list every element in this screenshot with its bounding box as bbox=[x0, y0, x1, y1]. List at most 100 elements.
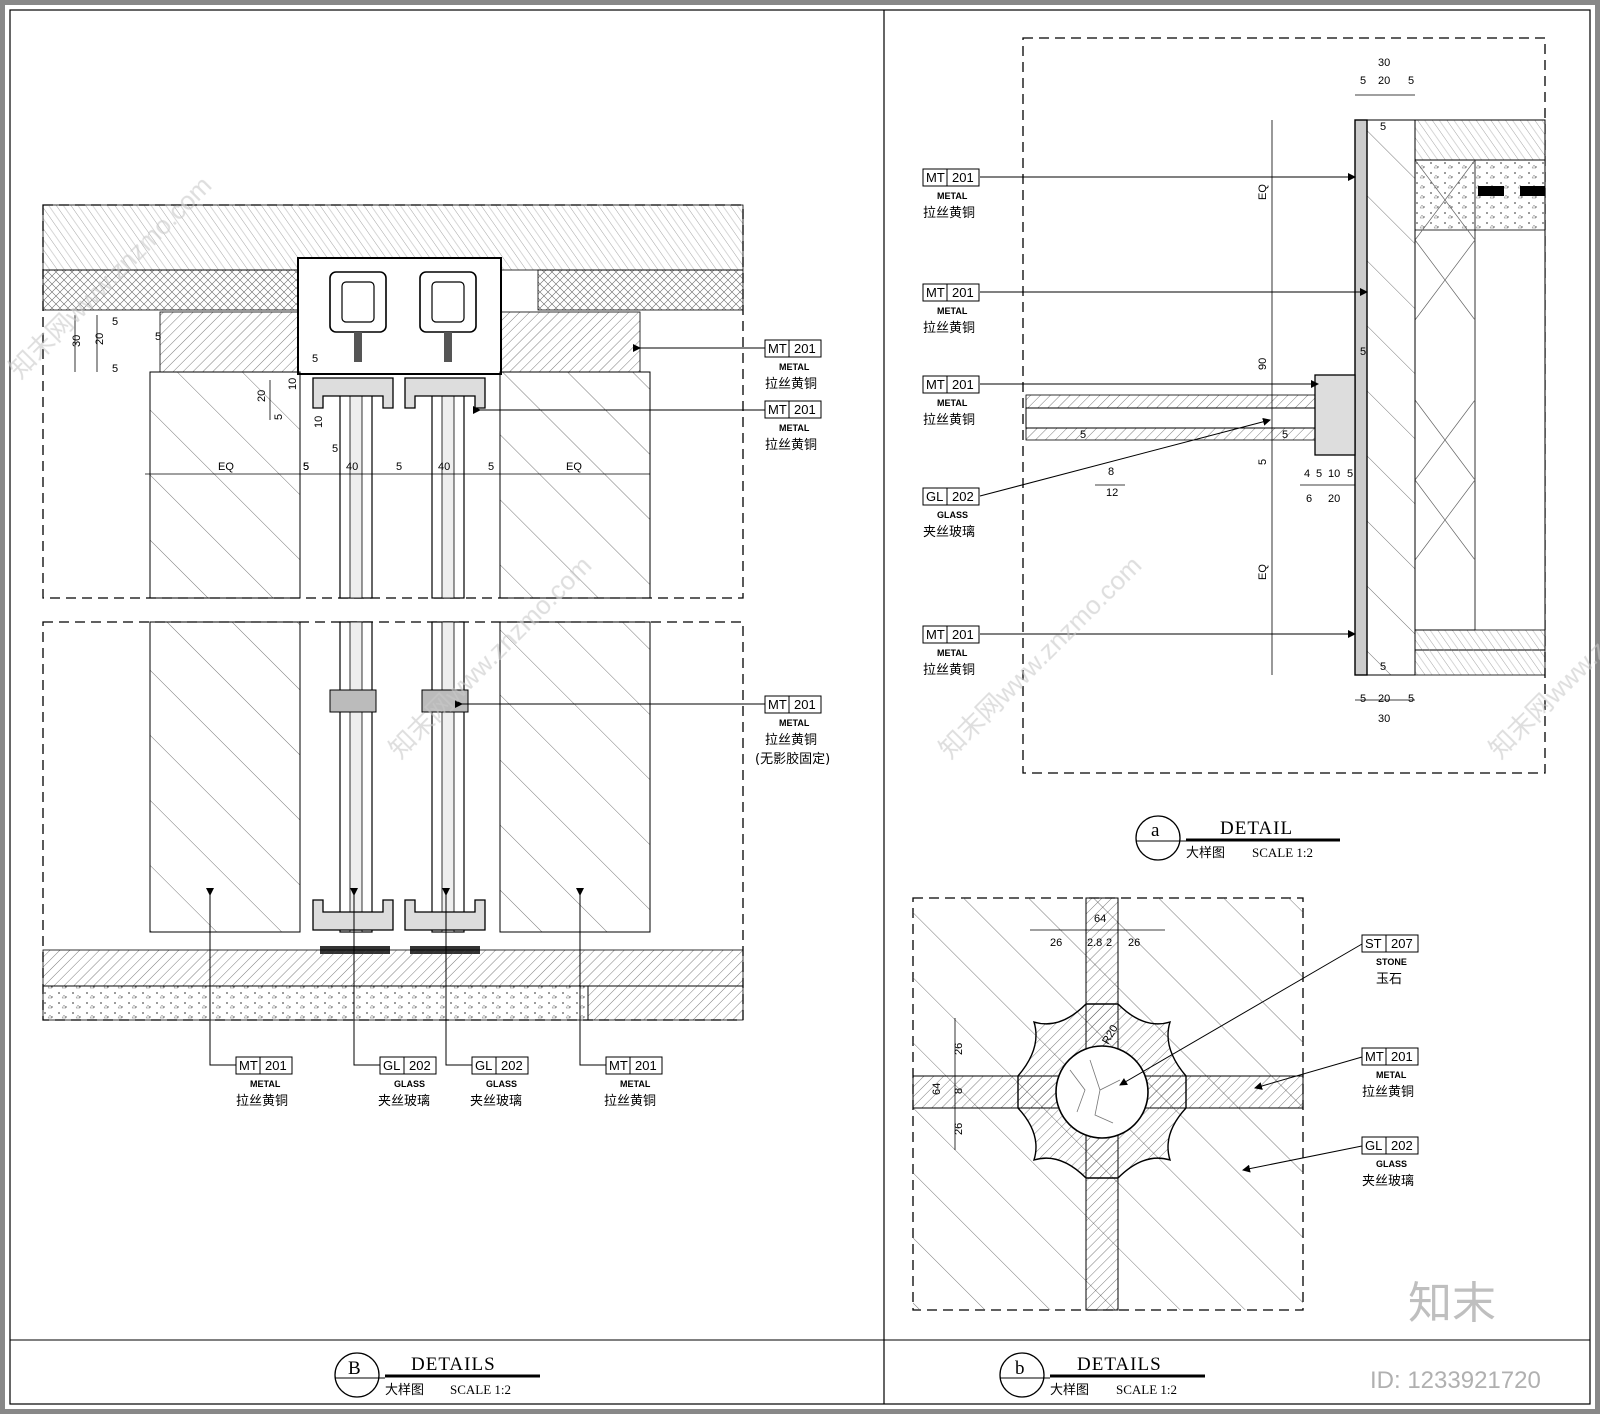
dim-label: 5 bbox=[303, 461, 309, 473]
detail-b-title: b DETAILS 大样图 SCALE 1:2 bbox=[999, 1352, 1205, 1398]
dim-label: 5 bbox=[1347, 468, 1353, 480]
detail-a-dimensions: 30 5 20 5 5 EQ 90 5 EQ 5 5 5 8 12 4 5 10… bbox=[1080, 57, 1414, 725]
callout-code: MT bbox=[926, 285, 945, 300]
dim-label: 5 bbox=[112, 316, 118, 328]
callout-cn: 拉丝黄铜 bbox=[236, 1094, 288, 1109]
title-en: DETAILS bbox=[411, 1354, 496, 1375]
dim-label: 64 bbox=[1094, 913, 1106, 925]
callout-cn: 夹丝玻璃 bbox=[923, 525, 975, 540]
dim-label: 5 bbox=[1360, 693, 1366, 705]
callout-note: (无影胶固定) bbox=[755, 751, 830, 767]
callout-sub: STONE bbox=[1376, 957, 1407, 967]
dim-label: 10 bbox=[1328, 468, 1340, 480]
callout-num: 202 bbox=[409, 1058, 431, 1073]
callout-cn: 夹丝玻璃 bbox=[470, 1094, 522, 1109]
callout-cn: 拉丝黄铜 bbox=[604, 1094, 656, 1109]
callout-num: 202 bbox=[1391, 1138, 1413, 1153]
callout-code: GL bbox=[475, 1058, 492, 1073]
dim-label: 10 bbox=[287, 378, 299, 390]
dim-label: 5 bbox=[1408, 693, 1414, 705]
title-en: DETAIL bbox=[1220, 818, 1293, 839]
callout-num: 207 bbox=[1391, 936, 1413, 951]
callout-code: MT bbox=[768, 402, 787, 417]
dim-label: 20 bbox=[94, 333, 106, 345]
callout-num: 201 bbox=[952, 377, 974, 392]
callout-num: 201 bbox=[635, 1058, 657, 1073]
section-letter: b bbox=[1015, 1358, 1026, 1379]
callout-sub: METAL bbox=[937, 191, 968, 201]
section-letter: B bbox=[348, 1358, 362, 1379]
callout-code: MT bbox=[609, 1058, 628, 1073]
dim-label: 12 bbox=[1106, 487, 1118, 499]
inner-frame bbox=[9, 9, 1591, 1405]
dim-label: 26 bbox=[953, 1123, 965, 1135]
dim-label: 26 bbox=[1050, 937, 1062, 949]
callout-cn: 拉丝黄铜 bbox=[923, 206, 975, 221]
dim-label: 20 bbox=[1328, 493, 1340, 505]
dim-label: EQ bbox=[566, 461, 582, 473]
title-cn: 大样图 bbox=[385, 1383, 424, 1398]
callout-code: GL bbox=[1365, 1138, 1382, 1153]
callout-cn: 玉石 bbox=[1376, 972, 1402, 987]
callout-num: 202 bbox=[501, 1058, 523, 1073]
callout-num: 201 bbox=[952, 170, 974, 185]
callout-sub: METAL bbox=[779, 423, 810, 433]
detail-B-title: B DETAILS 大样图 SCALE 1:2 bbox=[334, 1352, 540, 1398]
scale-label: SCALE 1:2 bbox=[1252, 845, 1313, 860]
detail-b-dimensions: 64 26 2.8 2 26 26 8 64 26 R20 bbox=[931, 913, 1140, 1135]
callout-num: 201 bbox=[1391, 1049, 1413, 1064]
dim-label: 8 bbox=[953, 1088, 965, 1094]
callout-num: 201 bbox=[794, 341, 816, 356]
dim-label: EQ bbox=[1257, 184, 1269, 200]
detail-B-top-cropbox bbox=[42, 204, 744, 599]
callout-num: 201 bbox=[794, 402, 816, 417]
callout-code: MT bbox=[926, 170, 945, 185]
detail-a-title: a DETAIL 大样图 SCALE 1:2 bbox=[1135, 815, 1340, 861]
title-cn: 大样图 bbox=[1050, 1383, 1089, 1398]
callout-num: 201 bbox=[952, 627, 974, 642]
callout-code: GL bbox=[383, 1058, 400, 1073]
dim-label: 10 bbox=[313, 416, 325, 428]
callout-cn: 拉丝黄铜 bbox=[765, 733, 817, 748]
dim-label: 4 bbox=[1304, 468, 1310, 480]
dim-label: 2 bbox=[1106, 937, 1112, 949]
callout-code: MT bbox=[768, 697, 787, 712]
dim-label: 64 bbox=[931, 1083, 943, 1095]
callout-sub: METAL bbox=[937, 648, 968, 658]
callout-sub: METAL bbox=[779, 362, 810, 372]
dim-label: 8 bbox=[1108, 466, 1114, 478]
callout-code: GL bbox=[926, 489, 943, 504]
detail-B-callouts: MT 201 METAL 拉丝黄铜 MT 201 METAL 拉丝黄铜 MT 2… bbox=[206, 339, 830, 1109]
callout-cn: 拉丝黄铜 bbox=[923, 663, 975, 678]
section-letter: a bbox=[1151, 820, 1160, 841]
detail-b-drawing bbox=[912, 897, 1304, 1311]
title-en: DETAILS bbox=[1077, 1354, 1162, 1375]
dim-label: 2.8 bbox=[1087, 937, 1102, 949]
dim-label: 5 bbox=[1360, 346, 1366, 358]
dim-label: 90 bbox=[1257, 358, 1269, 370]
dim-label: EQ bbox=[1257, 564, 1269, 580]
callout-sub: GLASS bbox=[1376, 1159, 1407, 1169]
brand-mark: 知末 bbox=[1408, 1278, 1496, 1329]
callout-code: MT bbox=[768, 341, 787, 356]
callout-num: 202 bbox=[952, 489, 974, 504]
callout-sub: METAL bbox=[779, 718, 810, 728]
dim-label: 30 bbox=[1378, 713, 1390, 725]
callout-cn: 拉丝黄铜 bbox=[923, 321, 975, 336]
dim-label: 5 bbox=[155, 331, 161, 343]
callout-sub: GLASS bbox=[937, 510, 968, 520]
dim-label: 40 bbox=[346, 461, 358, 473]
title-cn: 大样图 bbox=[1186, 846, 1225, 861]
callout-num: 201 bbox=[794, 697, 816, 712]
callout-sub: METAL bbox=[937, 398, 968, 408]
dim-label: 5 bbox=[1408, 75, 1414, 87]
detail-a-drawing bbox=[1022, 37, 1546, 774]
dim-label: 30 bbox=[1378, 57, 1390, 69]
callout-sub: METAL bbox=[250, 1079, 281, 1089]
dim-label: 5 bbox=[332, 443, 338, 455]
dim-label: 5 bbox=[1360, 75, 1366, 87]
dim-label: 30 bbox=[71, 335, 83, 347]
callout-code: MT bbox=[1365, 1049, 1384, 1064]
dim-label: 5 bbox=[303, 461, 309, 473]
